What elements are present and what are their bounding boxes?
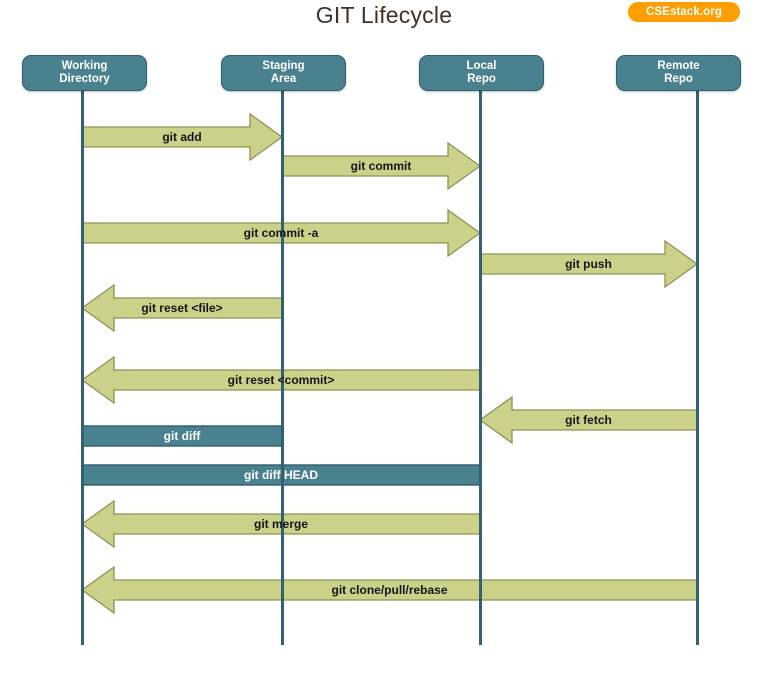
message-shape-git-push[interactable] (479, 239, 699, 289)
message-label-git-fetch: git fetch (565, 413, 612, 427)
message-label-git-clone: git clone/pull/rebase (331, 583, 448, 597)
message-label-git-reset-file: git reset <file> (141, 301, 223, 315)
lifeline-remote (696, 88, 699, 645)
lifeline-head-label-line1: Local (466, 60, 497, 72)
cseestack-badge: CSEstack.org (628, 2, 740, 22)
lifeline-working (81, 88, 84, 645)
message-label-git-add: git add (162, 130, 202, 144)
lifeline-head-label-line1: Staging (262, 60, 305, 72)
message-shape-git-commit[interactable] (281, 141, 482, 191)
lifeline-head-label-line2: Area (270, 73, 297, 85)
lifeline-staging (281, 88, 284, 645)
message-label-git-diff-head: git diff HEAD (244, 468, 318, 482)
lifeline-local (479, 88, 482, 645)
message-shape-git-add[interactable] (81, 112, 284, 162)
message-label-git-reset-commit: git reset <commit> (227, 373, 335, 387)
lifeline-head-label-line1: Remote (657, 60, 700, 72)
lifeline-head-label-line2: Repo (467, 73, 496, 85)
message-shape-git-clone[interactable] (80, 565, 698, 615)
message-label-git-merge: git merge (253, 517, 308, 531)
lifeline-head-label-line1: Working (61, 60, 108, 72)
message-label-git-commit: git commit (350, 159, 412, 173)
message-shape-git-fetch[interactable] (478, 395, 698, 445)
message-label-git-diff: git diff (163, 429, 201, 443)
page-title: GIT Lifecycle (315, 2, 453, 28)
lifeline-head-label-line2: Repo (664, 73, 693, 85)
message-label-git-push: git push (565, 257, 612, 271)
lifeline-head-label-line2: Directory (59, 73, 110, 85)
message-label-git-commit-a: git commit -a (243, 226, 319, 240)
message-shape-git-reset-file[interactable] (80, 283, 283, 333)
